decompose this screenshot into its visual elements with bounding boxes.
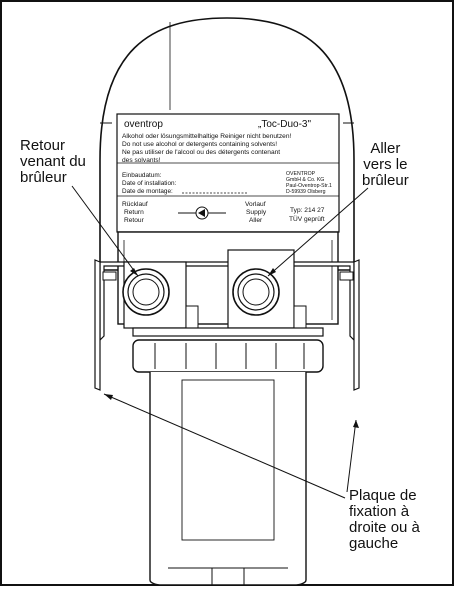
supply-label-2: Supply [246,209,267,216]
callout-plate-line-3: droite ou à [349,519,420,536]
leader-return-arrow [130,268,138,276]
install-label-2: Date of installation: [122,180,177,187]
mounting-tab-right [353,259,360,391]
callout-return-line-3: brûleur [20,169,67,186]
return-label-1: Rücklauf [122,201,148,208]
port-lug-right [293,305,307,329]
filter-collar [132,327,324,337]
callout-return: Retour venant du brûleur [20,138,86,186]
supply-label-3: Aller [249,217,263,224]
return-label-2: Return [124,209,144,216]
install-label-3: Date de montage: [122,188,173,195]
callout-mounting-plate: Plaque de fixation à droite ou à gauche [349,488,420,552]
return-port-inner [132,278,160,306]
callout-plate-line-2: fixation à [349,503,410,520]
callout-supply-line-1: Aller [370,140,401,157]
callout-plate-line-1: Plaque de [349,487,417,504]
filter-bowl [149,372,307,586]
plate-warning-1: Alkohol oder lösungsmittelhaltige Reinig… [122,133,292,140]
maker-line-1: OVENTROP [286,171,316,177]
filter-nut [132,339,324,373]
plate-tuv: TÜV geprüft [289,215,325,223]
port-lug-left [185,305,199,329]
leader-supply-arrow [268,268,276,276]
flow-arrow-icon [198,209,205,217]
filter-element [181,379,275,541]
return-label-3: Retour [124,217,145,224]
leader-plate-left-arrow [104,394,113,400]
install-label-1: Einbaudatum: [122,172,162,179]
supply-port-inner [242,278,270,306]
maker-line-3: Paul-Oventrop-Str.1 [286,183,332,189]
mounting-tab-left [94,259,101,391]
plate-type: Typ: 214 27 [290,207,325,214]
callout-supply-line-2: vers le [363,156,408,173]
supply-label-1: Vorlauf [245,201,266,208]
callout-supply: Aller vers le brûleur [362,141,409,189]
maker-line-2: GmbH & Co. KG [286,177,324,183]
plate-warning-2: Do not use alcohol or detergents contain… [122,141,277,148]
plate-warning-3: Ne pas utiliser de l'alcool ou des déter… [122,149,280,156]
label-plate [116,113,340,233]
mount-slot-left [102,271,117,281]
maker-line-4: D-59939 Olsberg [286,189,326,195]
callout-return-line-1: Retour [20,137,66,154]
mount-slot-right [339,271,354,281]
plate-warning-4: des solvants! [122,157,161,164]
callout-return-line-2: venant du [20,153,86,170]
plate-brand: oventrop [124,119,163,130]
leader-plate-right-arrow [353,420,359,428]
leader-plate-left [103,393,346,499]
callout-supply-line-3: brûleur [362,172,409,189]
leader-return [71,185,139,277]
callout-plate-line-4: gauche [349,535,399,552]
leader-plate-right [346,419,357,493]
plate-model: „Toc-Duo-3" [258,119,311,130]
leader-supply [267,187,369,277]
